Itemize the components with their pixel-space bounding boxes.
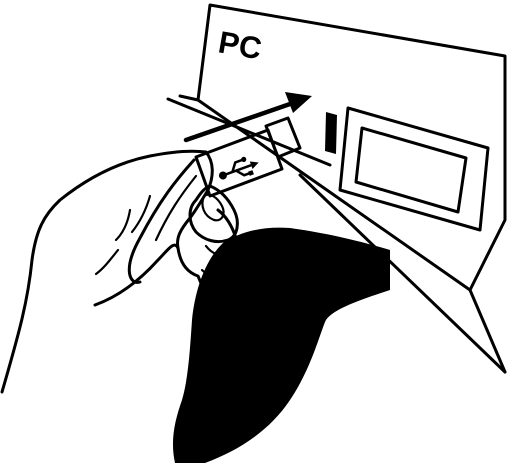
pc-label: PC [216,24,265,66]
usb-port [325,112,337,154]
drive-bay [340,108,488,230]
usb-symbol-icon [216,153,262,186]
hand-shadow [173,228,390,463]
